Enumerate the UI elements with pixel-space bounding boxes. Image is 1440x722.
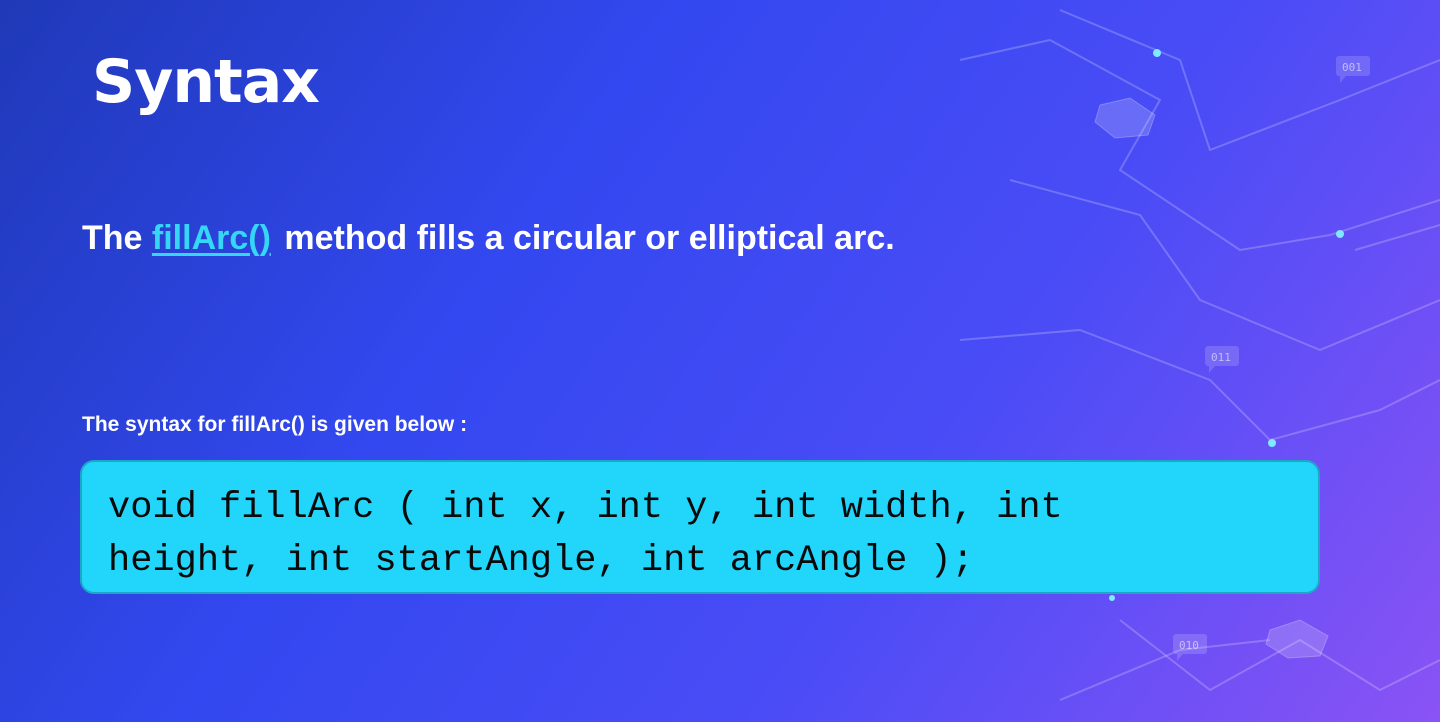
code-line: height, int startAngle, int arcAngle ); bbox=[108, 540, 974, 582]
circuit-line bbox=[1009, 179, 1440, 351]
circuit-line bbox=[959, 329, 1440, 441]
circuit-line bbox=[1119, 619, 1440, 691]
decor-label: 010 bbox=[1179, 639, 1199, 652]
decor-label: 011 bbox=[1211, 351, 1231, 364]
label-bubble bbox=[1173, 634, 1207, 654]
hexagon-shape bbox=[1094, 97, 1156, 139]
code-line: void fillArc ( int x, int y, int width, … bbox=[108, 487, 1063, 529]
lead-sentence: The fillArc() method fills a circular or… bbox=[82, 219, 895, 257]
code-box: void fillArc ( int x, int y, int width, … bbox=[80, 460, 1320, 594]
fillarc-link[interactable]: fillArc() bbox=[151, 219, 271, 257]
slide-title: Syntax bbox=[92, 47, 320, 117]
syntax-intro: The syntax for fillArc() is given below … bbox=[82, 413, 468, 436]
lead-prefix: The bbox=[82, 219, 143, 257]
glow-dot bbox=[1268, 439, 1276, 447]
circuit-line bbox=[1354, 224, 1440, 251]
glow-dot bbox=[1336, 230, 1344, 238]
lead-suffix: method fills a circular or elliptical ar… bbox=[284, 219, 895, 257]
circuit-line bbox=[1059, 639, 1271, 701]
label-bubble bbox=[1336, 56, 1370, 76]
circuit-line bbox=[959, 39, 1440, 251]
hexagon-shape bbox=[1265, 619, 1329, 659]
glow-dot bbox=[1153, 49, 1161, 57]
glow-dot bbox=[1109, 595, 1115, 601]
label-bubble bbox=[1205, 346, 1239, 366]
circuit-line bbox=[1059, 9, 1440, 151]
decor-label: 001 bbox=[1342, 61, 1362, 74]
